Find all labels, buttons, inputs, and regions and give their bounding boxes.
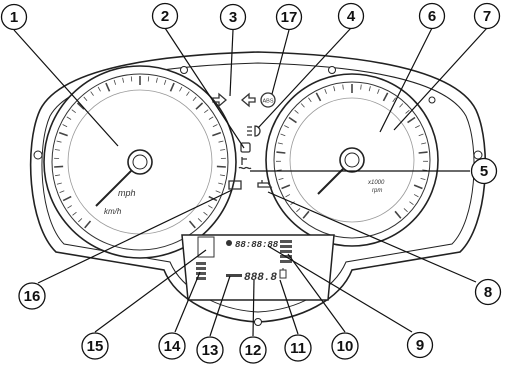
callout-2: 2 (153, 4, 178, 29)
callout-6-number: 6 (428, 8, 436, 25)
lcd-mode-bar (226, 274, 242, 277)
callout-3: 3 (221, 5, 246, 30)
turn-right-indicator-icon (242, 94, 255, 106)
callout-13: 13 (197, 337, 223, 363)
callout-4-number: 4 (347, 8, 356, 25)
callout-17-number: 17 (281, 9, 298, 26)
callout-3-number: 3 (229, 9, 237, 26)
leader-line-7 (394, 28, 487, 130)
callout-4: 4 (339, 4, 364, 29)
callout-9-number: 9 (416, 337, 424, 354)
dial-major-tick (419, 152, 428, 153)
callout-8: 8 (476, 280, 501, 305)
leader-line-3 (230, 30, 233, 96)
callout-13-number: 13 (202, 342, 219, 359)
callout-10-number: 10 (337, 338, 354, 355)
tachometer-unit-x1000: x1000 (367, 180, 385, 186)
callout-10: 10 (332, 333, 358, 359)
callout-16-number: 16 (24, 288, 41, 305)
neutral-indicator-icon (241, 143, 250, 152)
callout-16: 16 (19, 283, 45, 309)
callout-15: 15 (82, 333, 108, 359)
callout-1-number: 1 (10, 9, 18, 26)
callout-6: 6 (420, 4, 445, 29)
coolant-temperature-icon (239, 157, 251, 169)
dial-minor-tick (148, 76, 149, 81)
callout-11: 11 (285, 335, 311, 361)
dial-major-tick (276, 152, 285, 153)
dial-major-tick (54, 166, 63, 167)
callout-5-number: 5 (480, 163, 488, 180)
tachometer-hub (340, 148, 364, 172)
callout-5: 5 (472, 159, 497, 184)
tachometer-unit-rpm: rpm (372, 188, 382, 194)
callout-12-number: 12 (245, 342, 262, 359)
tachometer: x1000 rpm (266, 74, 438, 246)
callout-7-number: 7 (483, 8, 491, 25)
callout-9: 9 (408, 333, 433, 358)
speedometer-hub (128, 150, 152, 174)
callout-8-number: 8 (484, 284, 492, 301)
speedometer-unit-mph: mph (118, 188, 136, 198)
leader-line-17 (272, 30, 289, 94)
callout-7: 7 (475, 4, 500, 29)
speedometer-unit-kmh: km/h (104, 207, 122, 216)
callout-15-number: 15 (87, 338, 104, 355)
callout-1: 1 (2, 5, 27, 30)
dial-major-tick (217, 166, 226, 167)
lcd-lower-readout: 888.8 (244, 272, 277, 284)
callout-12: 12 (240, 337, 266, 363)
callout-11-number: 11 (290, 340, 306, 357)
clock-icon (226, 240, 232, 246)
dial-minor-tick (131, 76, 132, 81)
callout-2-number: 2 (161, 8, 169, 25)
callout-14: 14 (159, 333, 185, 359)
lcd-display: 88:88:88 888.8 (182, 235, 334, 300)
abs-warning-label: ABS (262, 99, 273, 105)
callout-17: 17 (277, 5, 302, 30)
callout-14-number: 14 (164, 338, 181, 355)
